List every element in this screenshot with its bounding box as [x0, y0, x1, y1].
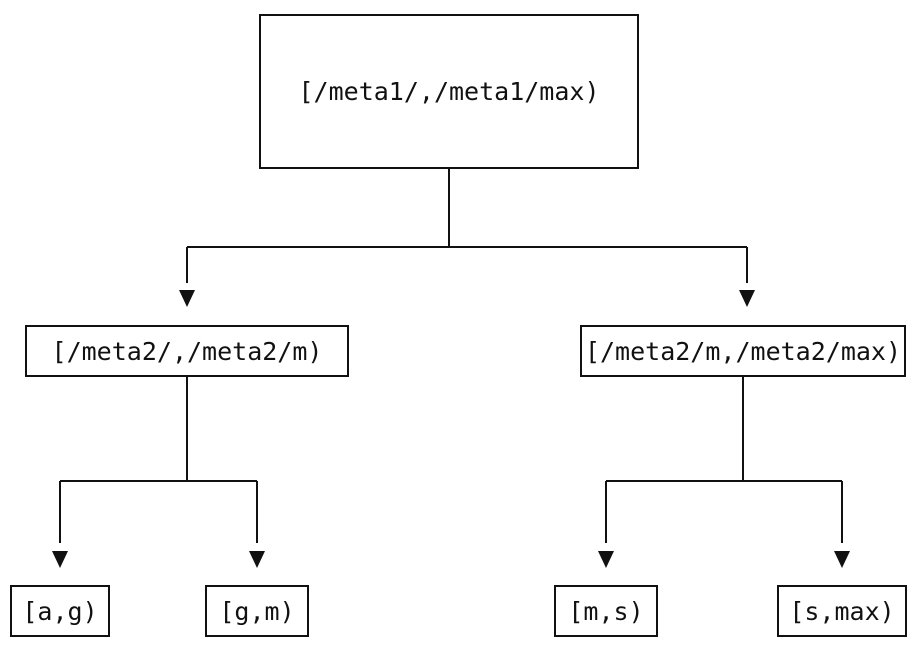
tree-node-left-mid: [/meta2/,/meta2/m) — [25, 325, 349, 377]
node-label: [m,s) — [568, 596, 644, 626]
tree-node-root: [/meta1/,/meta1/max) — [259, 14, 639, 169]
tree-node-leaf-smax: [s,max) — [777, 585, 907, 637]
arrow-down-icon — [249, 551, 265, 568]
tree-node-leaf-ag: [a,g) — [10, 585, 110, 637]
tree-node-leaf-gm: [g,m) — [205, 585, 309, 637]
tree-node-right-mid: [/meta2/m,/meta2/max) — [580, 325, 906, 377]
arrow-down-icon — [834, 551, 850, 568]
node-label: [/meta1/,/meta1/max) — [298, 77, 600, 106]
arrow-down-icon — [52, 551, 68, 568]
tree-node-leaf-ms: [m,s) — [554, 585, 658, 637]
node-label: [/meta2/,/meta2/m) — [51, 336, 323, 366]
arrow-down-icon — [739, 290, 755, 307]
arrow-down-icon — [179, 290, 195, 307]
node-label: [s,max) — [789, 596, 895, 626]
arrow-down-icon — [598, 551, 614, 568]
node-label: [a,g) — [22, 596, 98, 626]
node-label: [g,m) — [219, 596, 295, 626]
node-label: [/meta2/m,/meta2/max) — [584, 336, 902, 366]
